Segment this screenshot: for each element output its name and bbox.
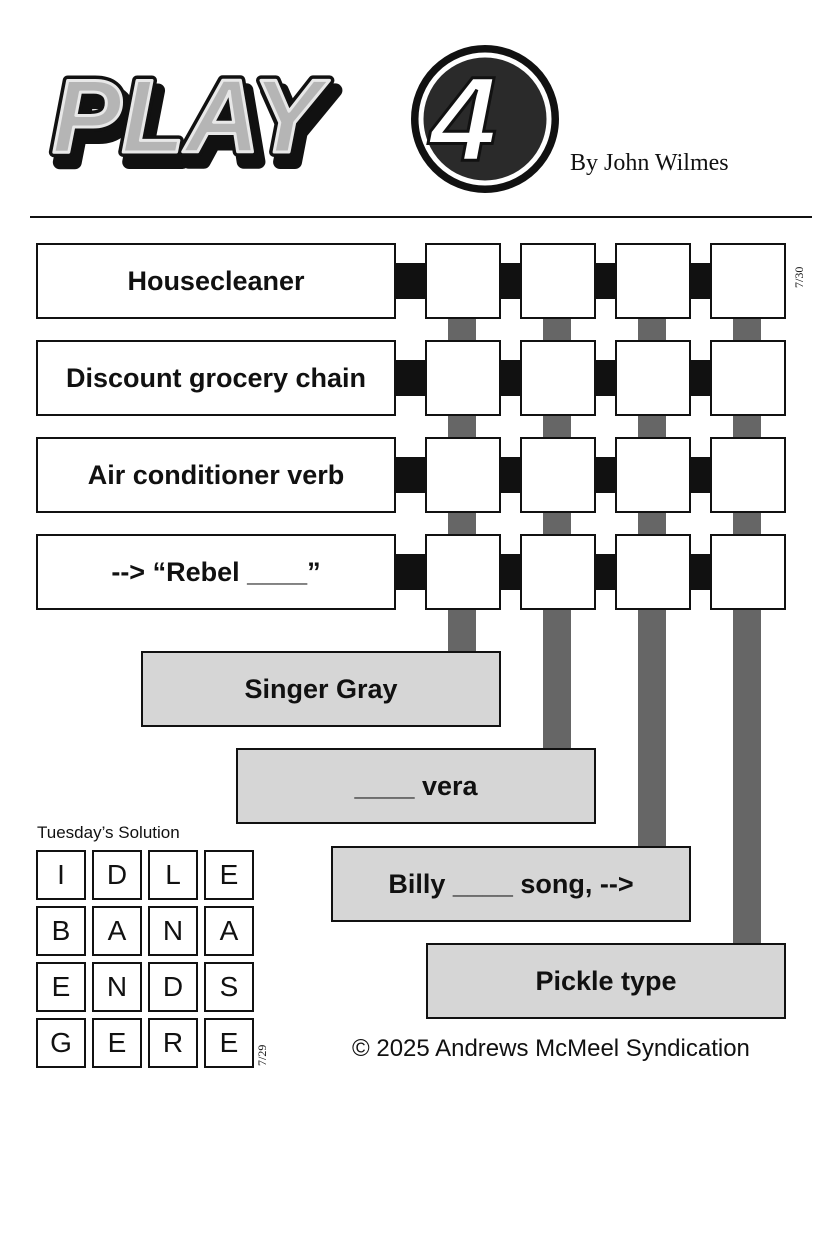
grid-cell-r2c2[interactable] — [520, 340, 596, 416]
row-link — [500, 263, 522, 299]
row-link — [690, 457, 712, 493]
solution-cell: A — [92, 906, 142, 956]
solution-cell: E — [36, 962, 86, 1012]
row-link — [595, 263, 617, 299]
solution-title: Tuesday’s Solution — [37, 823, 180, 842]
grid-cell-r4c4[interactable] — [710, 534, 786, 610]
grid-cell-r4c2[interactable] — [520, 534, 596, 610]
across-clue-2: Discount grocery chain — [36, 340, 396, 416]
byline: By John Wilmes — [570, 150, 729, 176]
grid-cell-r1c3[interactable] — [615, 243, 691, 319]
solution-cell: D — [148, 962, 198, 1012]
grid-cell-r1c4[interactable] — [710, 243, 786, 319]
play4-logo: PLAY PLAY PLAY 4 — [47, 45, 559, 193]
svg-text:PLAY: PLAY — [52, 59, 330, 175]
row-link — [500, 360, 522, 396]
grid-cell-r1c2[interactable] — [520, 243, 596, 319]
across-clue-1: Housecleaner — [36, 243, 396, 319]
grid-cell-r2c1[interactable] — [425, 340, 501, 416]
grid-cell-r2c4[interactable] — [710, 340, 786, 416]
row-link — [396, 360, 428, 396]
solution-cell: E — [92, 1018, 142, 1068]
solution-cell: S — [204, 962, 254, 1012]
copyright-notice: © 2025 Andrews McMeel Syndication — [352, 1035, 750, 1062]
row-link — [690, 360, 712, 396]
row-link — [396, 554, 428, 590]
row-link — [690, 263, 712, 299]
row-link — [595, 554, 617, 590]
header-rule — [30, 216, 812, 218]
down-clue-3: Billy ____ song, --> — [331, 846, 691, 922]
grid-cell-r4c1[interactable] — [425, 534, 501, 610]
solution-cell: G — [36, 1018, 86, 1068]
solution-cell: I — [36, 850, 86, 900]
solution-cell: R — [148, 1018, 198, 1068]
logo-word: PLAY — [52, 59, 330, 175]
grid-cell-r3c4[interactable] — [710, 437, 786, 513]
solution-cell: E — [204, 850, 254, 900]
grid-cell-r3c1[interactable] — [425, 437, 501, 513]
solution-cell: B — [36, 906, 86, 956]
row-link — [595, 360, 617, 396]
down-connector-4 — [733, 316, 761, 945]
puzzle-date: 7/30 — [792, 266, 806, 288]
grid-cell-r1c1[interactable] — [425, 243, 501, 319]
down-clue-4: Pickle type — [426, 943, 786, 1019]
row-link — [500, 554, 522, 590]
solution-date: 7/29 — [255, 1044, 269, 1066]
logo-number: 4 — [428, 52, 497, 186]
solution-cell: D — [92, 850, 142, 900]
row-link — [396, 263, 428, 299]
down-clue-1: Singer Gray — [141, 651, 501, 727]
grid-cell-r3c3[interactable] — [615, 437, 691, 513]
solution-cell: N — [92, 962, 142, 1012]
row-link — [690, 554, 712, 590]
solution-cell: N — [148, 906, 198, 956]
grid-cell-r3c2[interactable] — [520, 437, 596, 513]
solution-cell: E — [204, 1018, 254, 1068]
svg-text:PLAY: PLAY — [58, 69, 336, 185]
grid-cell-r2c3[interactable] — [615, 340, 691, 416]
row-link — [396, 457, 428, 493]
row-link — [500, 457, 522, 493]
across-clue-4: --> “Rebel ____” — [36, 534, 396, 610]
row-link — [595, 457, 617, 493]
across-clue-3: Air conditioner verb — [36, 437, 396, 513]
down-clue-2: ____ vera — [236, 748, 596, 824]
grid-cell-r4c3[interactable] — [615, 534, 691, 610]
solution-cell: L — [148, 850, 198, 900]
solution-cell: A — [204, 906, 254, 956]
